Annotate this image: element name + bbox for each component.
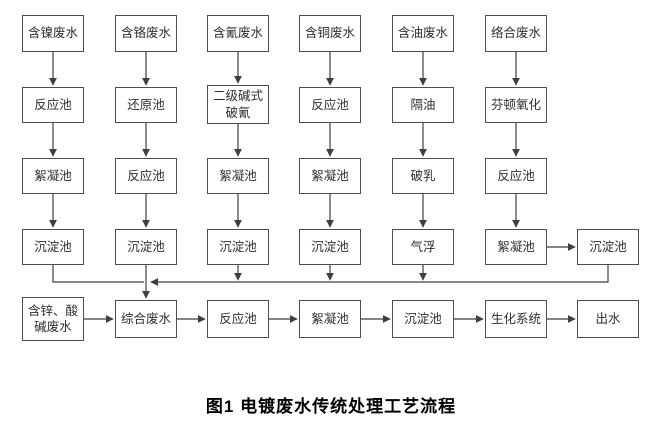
node-c5-air-flotation: 气浮 <box>392 229 454 265</box>
node-c4-sedimentation-tank: 沉淀池 <box>299 229 361 265</box>
node-c1-reaction-tank: 反应池 <box>22 87 84 123</box>
node-complexed-wastewater: 络合废水 <box>485 15 547 52</box>
node-copper-wastewater: 含铜废水 <box>299 15 361 52</box>
node-c5-demulsification: 破乳 <box>392 158 454 194</box>
node-c2-sedimentation-tank: 沉淀池 <box>115 229 177 265</box>
node-combined-wastewater: 综合废水 <box>115 300 177 338</box>
node-c6-reaction-tank: 反应池 <box>485 158 547 194</box>
node-effluent: 出水 <box>577 300 639 338</box>
node-c1-sedimentation-tank: 沉淀池 <box>22 229 84 265</box>
node-c1-flocculation-tank: 絮凝池 <box>22 158 84 194</box>
node-zinc-acid-alkali-wastewater: 含锌、酸碱废水 <box>22 297 84 341</box>
node-c4-reaction-tank: 反应池 <box>299 87 361 123</box>
node-c2-reaction-tank: 反应池 <box>115 158 177 194</box>
node-c3-flocculation-tank: 絮凝池 <box>207 158 269 194</box>
node-c6-fenton-oxidation: 芬顿氧化 <box>485 87 547 123</box>
node-cyanide-wastewater: 含氰废水 <box>207 15 269 52</box>
node-c2-reduction-tank: 还原池 <box>115 87 177 123</box>
node-main-sedimentation-tank: 沉淀池 <box>392 300 454 338</box>
node-c6-sedimentation-tank: 沉淀池 <box>577 229 639 265</box>
node-oily-wastewater: 含油废水 <box>392 15 454 52</box>
node-nickel-wastewater: 含镍废水 <box>22 15 84 52</box>
node-c3-sedimentation-tank: 沉淀池 <box>207 229 269 265</box>
node-main-flocculation-tank: 絮凝池 <box>299 300 361 338</box>
node-c6-flocculation-tank: 絮凝池 <box>485 229 547 265</box>
node-biochemical-system: 生化系统 <box>485 300 547 338</box>
node-chromium-wastewater: 含铬废水 <box>115 15 177 52</box>
node-c5-oil-separation: 隔油 <box>392 87 454 123</box>
node-c3-cyanide-breaking: 二级碱式破氰 <box>207 85 269 124</box>
node-c4-flocculation-tank: 絮凝池 <box>299 158 361 194</box>
node-main-reaction-tank: 反应池 <box>207 300 269 338</box>
figure-caption: 图1 电镀废水传统处理工艺流程 <box>205 397 457 416</box>
